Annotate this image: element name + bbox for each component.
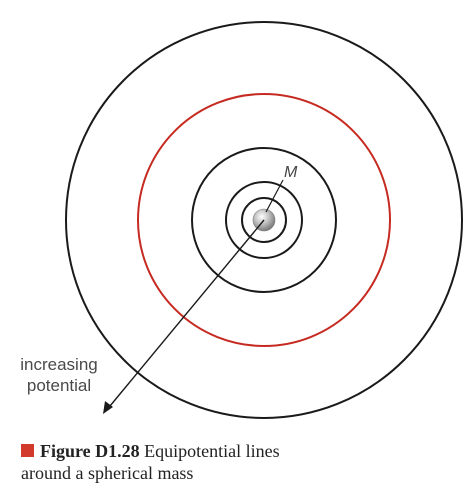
equipotential-outer-circle — [65, 21, 463, 419]
equipotential-red-circle — [137, 93, 391, 347]
caption-text-line2: around a spherical mass — [21, 463, 194, 483]
equipotential-circle-2 — [225, 181, 303, 259]
arrow-label-increasing: increasing — [20, 355, 98, 374]
increasing-potential-arrow-line — [109, 219, 265, 407]
arrow-label-potential: potential — [26, 376, 92, 395]
caption-text-line1: Equipotential lines — [144, 441, 280, 461]
figure-caption: Figure D1.28 Equipotential lines around … — [21, 440, 461, 484]
equipotential-circle-3 — [191, 147, 337, 293]
arrowhead-icon — [103, 401, 113, 414]
mass-label-leader-line — [265, 179, 284, 213]
caption-marker-square — [21, 444, 34, 457]
figure-number: Figure D1.28 — [40, 441, 140, 461]
equipotential-inner-circle — [241, 197, 287, 243]
mass-label: M — [284, 164, 298, 181]
